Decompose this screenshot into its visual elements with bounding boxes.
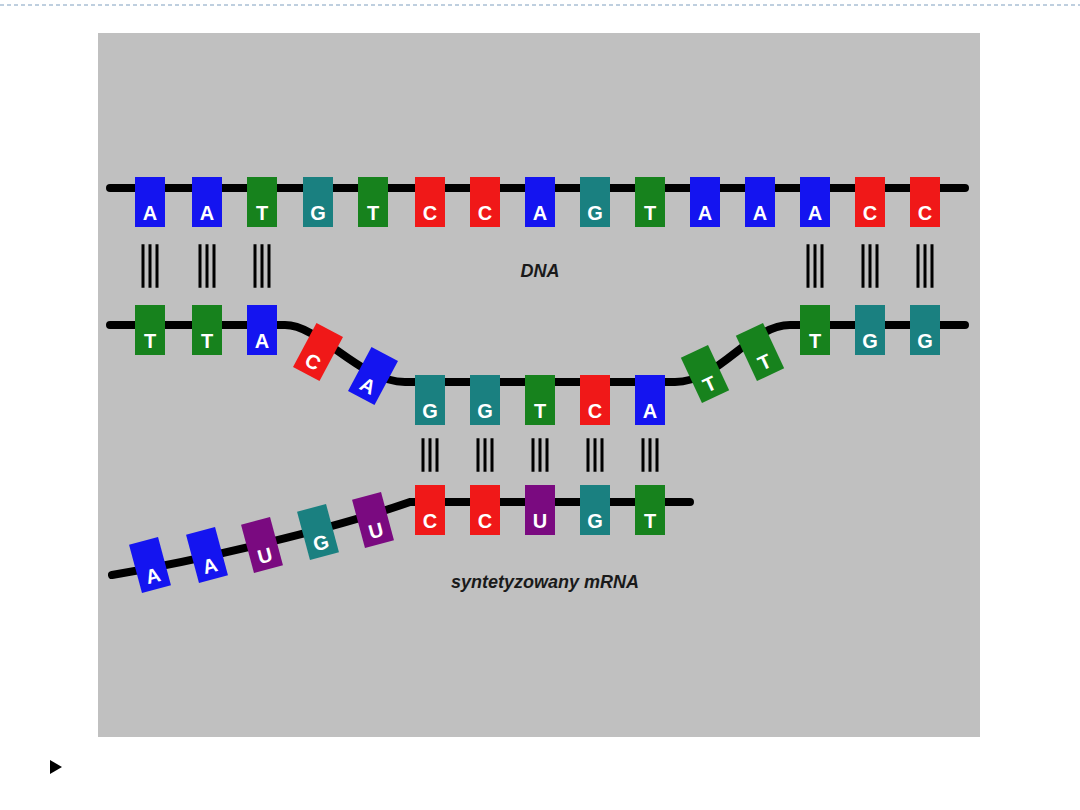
base-letter: A [808,203,822,227]
nucleotide-box: A [525,177,555,227]
nucleotide-box: G [303,177,333,227]
hydrogen-bond [863,244,877,288]
caption-label: syntetyzowany mRNA [451,572,639,594]
hydrogen-bond [533,438,547,472]
base-letter: C [423,511,437,535]
base-letter: T [644,203,656,227]
hydrogen-bond [200,244,214,288]
nucleotide-box: T [525,375,555,425]
nucleotide-box: U [525,485,555,535]
base-letter: A [355,373,379,401]
hydrogen-bond [478,438,492,472]
nucleotide-box: T [635,485,665,535]
base-letter: G [917,331,933,355]
nucleotide-box: C [855,177,885,227]
nucleotide-box: T [135,305,165,355]
panel-ground [98,33,980,737]
nucleotide-box: A [348,347,398,405]
nucleotide-box: A [186,527,228,583]
nucleotide-box: G [855,305,885,355]
nucleotide-box: A [635,375,665,425]
nucleotide-box: A [247,305,277,355]
base-letter: C [478,203,492,227]
base-letter: U [533,511,547,535]
base-letter: C [863,203,877,227]
base-letter: G [587,511,603,535]
hydrogen-bond [423,438,437,472]
base-letter: T [755,350,776,377]
base-letter: T [534,401,546,425]
base-letter: U [366,519,386,546]
dna-backbone [110,325,965,382]
base-letter: T [809,331,821,355]
base-letter: T [367,203,379,227]
base-letter: A [200,203,214,227]
base-letter: G [310,203,326,227]
nucleotide-box: U [352,492,394,548]
base-letter: T [144,331,156,355]
nucleotide-box: C [415,485,445,535]
base-letter: A [698,203,712,227]
nucleotide-box: G [297,504,339,560]
base-letter: C [423,203,437,227]
nucleotide-box: U [241,517,283,573]
nucleotide-box: A [192,177,222,227]
slide-bullet [50,760,62,774]
base-letter: A [200,554,220,581]
base-letter: U [255,544,275,571]
nucleotide-box: T [736,323,784,381]
nucleotide-box: G [580,177,610,227]
base-letter: A [143,203,157,227]
base-letter: A [143,564,163,591]
hydrogen-bond [643,438,657,472]
nucleotide-box: A [745,177,775,227]
hydrogen-bond [143,244,157,288]
hydrogen-bond [588,438,602,472]
nucleotide-box: G [910,305,940,355]
base-letter: T [201,331,213,355]
base-letter: T [256,203,268,227]
hydrogen-bond [918,244,932,288]
base-letter: G [862,331,878,355]
base-letter: T [644,511,656,535]
base-letter: C [478,511,492,535]
base-letter: T [700,372,721,399]
nucleotide-box: G [415,375,445,425]
nucleotide-box: C [910,177,940,227]
nucleotide-box: T [192,305,222,355]
nucleotide-box: A [690,177,720,227]
base-letter: A [643,401,657,425]
base-letter: A [753,203,767,227]
base-letter: C [588,401,602,425]
base-letter: C [918,203,932,227]
nucleotide-box: C [470,177,500,227]
base-letter: G [422,401,438,425]
base-letter: A [255,331,269,355]
nucleotide-box: C [470,485,500,535]
nucleotide-box: A [129,537,171,593]
nucleotide-box: T [247,177,277,227]
nucleotide-box: T [635,177,665,227]
nucleotide-box: C [293,323,343,381]
nucleotide-box: T [681,345,729,403]
nucleotide-box: G [580,485,610,535]
nucleotide-box: A [800,177,830,227]
nucleotide-box: C [580,375,610,425]
nucleotide-box: G [470,375,500,425]
hydrogen-bond [808,244,822,288]
base-letter: A [533,203,547,227]
top-rule [0,5,1080,6]
hydrogen-bond [255,244,269,288]
nucleotide-box: T [358,177,388,227]
caption-label: DNA [521,261,560,283]
base-letter: G [311,531,332,558]
nucleotide-box: A [135,177,165,227]
base-letter: G [477,401,493,425]
nucleotide-box: C [415,177,445,227]
base-letter: C [300,349,324,377]
nucleotide-box: T [800,305,830,355]
base-letter: G [587,203,603,227]
